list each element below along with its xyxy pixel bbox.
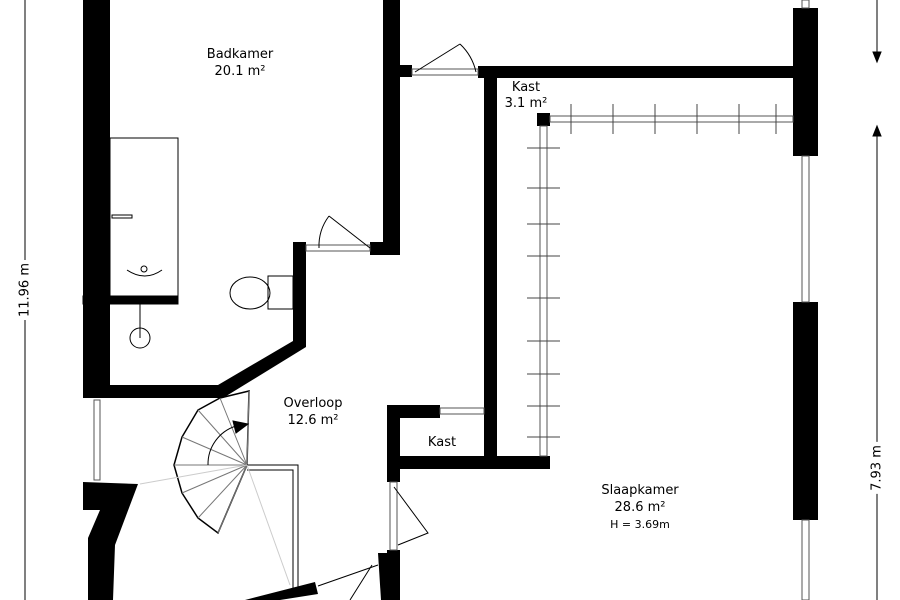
stair-arrow-line: [207, 425, 237, 466]
sliding-door: [439, 407, 485, 415]
door-frame: [411, 68, 479, 76]
walls: [83, 0, 818, 600]
room-area: 3.1 m²: [504, 96, 548, 111]
window: [801, 0, 810, 9]
room-area: 12.6 m²: [287, 413, 339, 428]
wardrobe-slider: [549, 115, 794, 123]
room-height: H = 3.69m: [610, 518, 670, 531]
spiral-stair: [173, 390, 250, 535]
wall: [370, 242, 400, 255]
wardrobe-ticks: [527, 104, 777, 438]
wall: [387, 405, 440, 418]
door-frame: [389, 481, 398, 551]
room-label-overloop: Overloop 12.6 m²: [283, 395, 342, 429]
room-label-kast: Kast 3.1 m²: [505, 80, 548, 112]
shower-head: [129, 327, 151, 349]
wall: [383, 0, 400, 255]
stair-steps: [174, 390, 250, 534]
wall: [484, 66, 497, 466]
stair-railing: [247, 464, 299, 590]
windows-doors: [93, 0, 810, 600]
door-swing: [393, 486, 429, 546]
wall: [478, 66, 795, 78]
toilet-icon: [229, 276, 271, 310]
room-name: Overloop: [283, 396, 343, 411]
door-swing: [414, 43, 477, 73]
room-label-kast-small: Kast: [428, 434, 456, 451]
wall: [83, 242, 306, 398]
window: [801, 155, 810, 303]
wall: [400, 456, 550, 469]
wall: [537, 113, 550, 126]
room-label-slaapkamer: Slaapkamer 28.6 m² H = 3.69m: [601, 482, 678, 533]
room-area: 20.1 m²: [214, 64, 266, 79]
wall: [82, 295, 179, 305]
dimension-left: 11.96 m: [17, 259, 33, 321]
door-swing: [318, 215, 371, 249]
wall: [400, 65, 412, 77]
wall: [83, 0, 110, 398]
door-swing: [317, 564, 379, 600]
window: [801, 519, 810, 600]
fixtures: [82, 137, 299, 590]
room-name: Slaapkamer: [601, 483, 679, 498]
window: [93, 399, 101, 481]
wall: [83, 482, 138, 600]
wall: [387, 405, 400, 482]
room-name: Kast: [511, 80, 541, 95]
bath-drain: [140, 265, 148, 273]
room-name: Kast: [427, 435, 457, 450]
wardrobe-slider: [539, 125, 548, 457]
dimension-right: 7.93 m: [869, 442, 885, 494]
wall: [245, 582, 318, 600]
stair-guide: [139, 464, 291, 586]
wall: [387, 550, 400, 600]
stair-arrow-icon: [232, 420, 250, 434]
wall: [793, 8, 818, 156]
wall: [793, 302, 818, 520]
bath-tap: [111, 214, 133, 219]
room-name: Badkamer: [206, 47, 274, 62]
door-frame: [305, 244, 371, 252]
toilet-tank: [267, 275, 294, 310]
wall: [378, 553, 387, 600]
bath-drain: [126, 269, 163, 277]
room-area: 28.6 m²: [614, 500, 666, 515]
room-label-badkamer: Badkamer 20.1 m²: [207, 46, 273, 80]
